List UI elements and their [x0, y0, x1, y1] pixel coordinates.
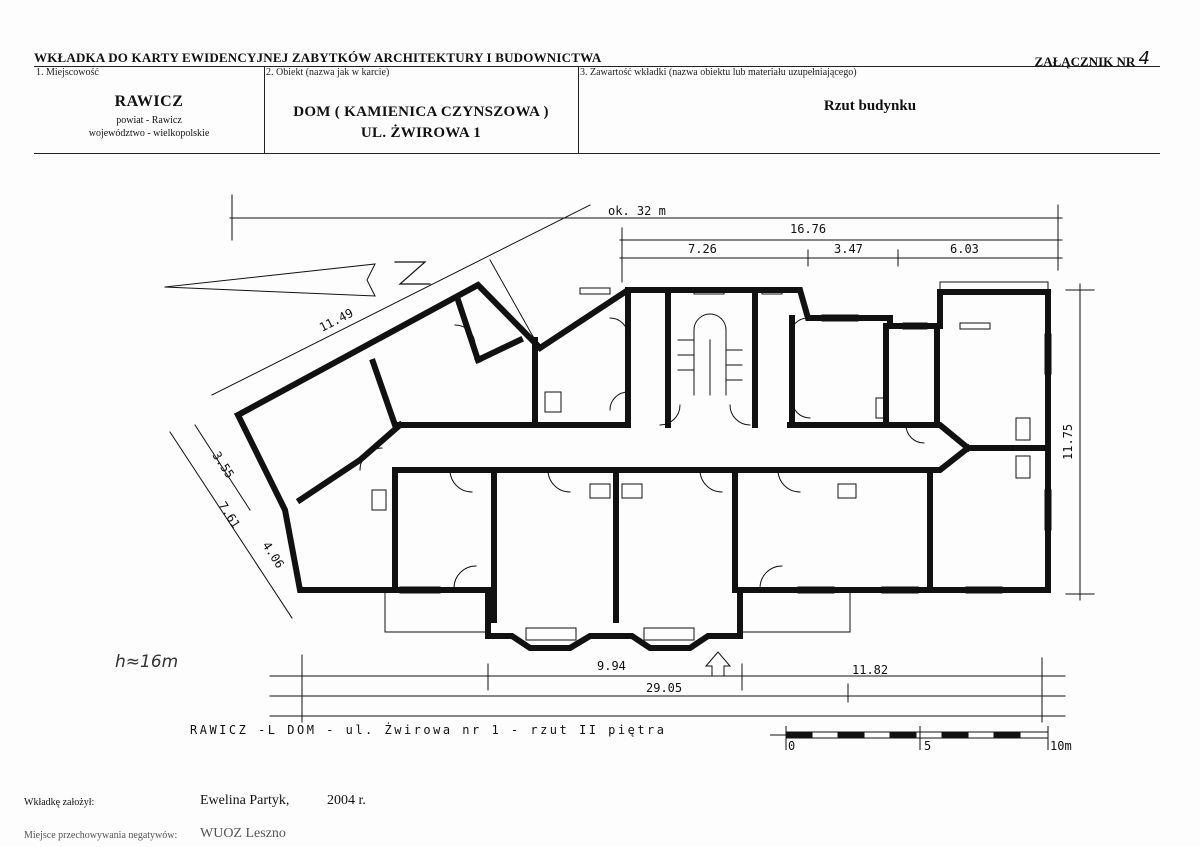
- form-title: WKŁADKA DO KARTY EWIDENCYJNEJ ZABYTKÓW A…: [34, 50, 602, 65]
- dim-overall-approx: ok. 32 m: [608, 204, 666, 218]
- dim-bottom-seg2: 11.82: [852, 663, 888, 677]
- founder-year: 2004 r.: [327, 793, 366, 808]
- place-name: RAWICZ: [114, 93, 184, 110]
- scale-start: 0: [788, 739, 795, 753]
- storage-label: Miejsce przechowywania negatywów:: [24, 830, 178, 841]
- drawing-caption: RAWICZ -L DOM - ul. Żwirowa nr 1 - rzut …: [190, 723, 667, 737]
- dim-right: 11.75: [1061, 424, 1075, 460]
- annex-label: ZAŁĄCZNIK NR 4: [1034, 48, 1150, 71]
- dim-left1: 3.55: [209, 449, 236, 481]
- object-name-line2: UL. ŻWIROWA 1: [360, 125, 482, 141]
- dim-left2: 7.61: [215, 499, 242, 531]
- header-top-rule: [34, 66, 1160, 67]
- content-caption: 3. Zawartość wkładki (nazwa obiektu lub …: [580, 67, 857, 78]
- dim-diag: 11.49: [317, 306, 356, 335]
- annex-number: 4: [1138, 48, 1150, 69]
- dim-left3: 4.06: [259, 539, 286, 571]
- place-county: powiat - Rawicz: [116, 115, 182, 126]
- founder-name: Ewelina Partyk,: [200, 793, 290, 808]
- dim-top-seg3: 6.03: [950, 242, 979, 256]
- cell-divider-2: [578, 66, 579, 154]
- object-name-line1: DOM ( KAMIENICA CZYNSZOWA ): [293, 104, 549, 120]
- dim-top-total: 16.76: [790, 222, 826, 236]
- dim-bottom-total: 29.05: [646, 681, 682, 695]
- handwritten-height-note: h≈16m: [115, 652, 179, 672]
- object-caption: 2. Obiekt (nazwa jak w karcie): [266, 67, 390, 78]
- storage-value: WUOZ Leszno: [200, 826, 286, 841]
- header-bottom-rule: [34, 153, 1160, 154]
- founder-label: Wkładkę założył:: [24, 797, 95, 808]
- annex-label-text: ZAŁĄCZNIK NR: [1034, 54, 1136, 69]
- dim-top-seg1: 7.26: [688, 242, 717, 256]
- content-value: Rzut budynku: [823, 98, 917, 114]
- scale-end: 10m: [1050, 739, 1072, 753]
- dim-top-seg2: 3.47: [834, 242, 863, 256]
- cell-divider-1: [264, 66, 265, 154]
- scale-mid: 5: [924, 739, 931, 753]
- place-caption: 1. Miejscowość: [36, 67, 99, 78]
- dim-bottom-seg1: 9.94: [597, 659, 626, 673]
- place-voivodeship: województwo - wielkopolskie: [88, 128, 210, 139]
